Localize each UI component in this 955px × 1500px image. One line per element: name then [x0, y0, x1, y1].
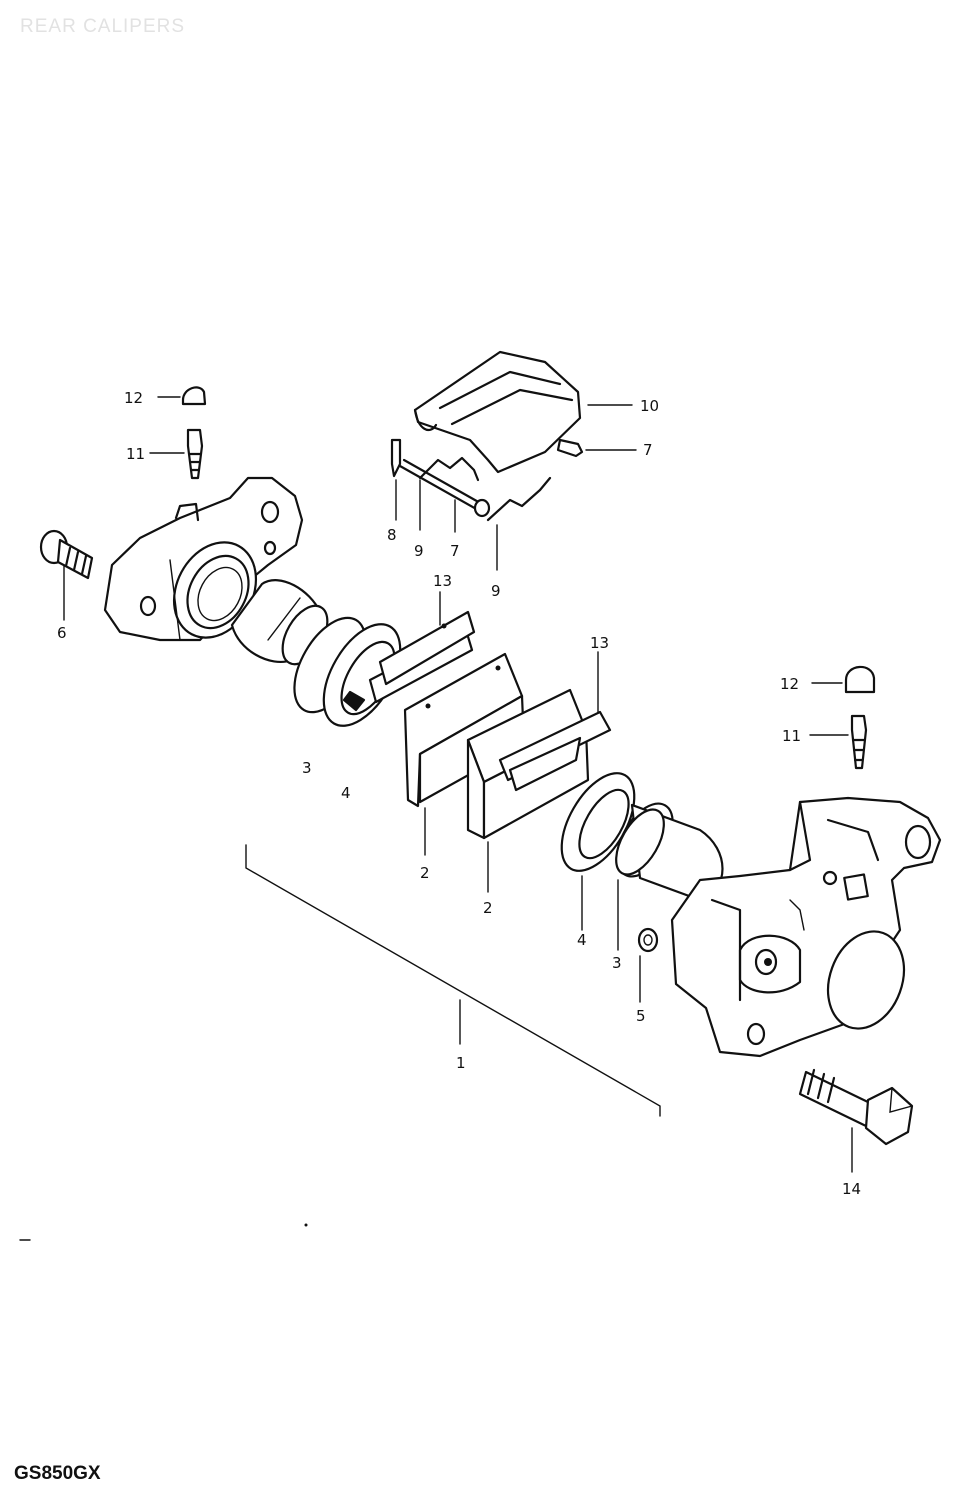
pad-shim-left — [368, 591, 476, 704]
pad-spring-lower — [486, 476, 552, 571]
mounting-bolt-left — [39, 529, 94, 621]
washer — [637, 927, 659, 1003]
pad-cover — [413, 350, 633, 474]
callout-3-left: 3 — [302, 759, 312, 777]
callout-4-left: 4 — [341, 784, 351, 802]
bleeder-valve-right — [809, 714, 868, 770]
callout-10: 10 — [640, 397, 659, 415]
callout-7-lower: 7 — [450, 542, 460, 560]
callout-1: 1 — [456, 1054, 466, 1072]
callout-2-left: 2 — [420, 864, 430, 882]
callout-12-left: 12 — [124, 389, 143, 407]
callout-3-right: 3 — [612, 954, 622, 972]
callout-5: 5 — [636, 1007, 646, 1025]
callout-13-left: 13 — [433, 572, 452, 590]
callout-8: 8 — [387, 526, 397, 544]
bleeder-cap-left — [157, 386, 207, 406]
callout-7-upper: 7 — [643, 441, 653, 459]
pad-shim-right — [498, 651, 612, 792]
model-label: GS850GX — [14, 1463, 101, 1484]
callout-14: 14 — [842, 1180, 861, 1198]
callout-9-left: 9 — [414, 542, 424, 560]
pin-clip — [390, 438, 402, 521]
callout-9-right: 9 — [491, 582, 501, 600]
pad-pin-lower — [398, 458, 491, 533]
pad-spring-upper — [418, 456, 480, 531]
bleeder-valve-left — [149, 428, 204, 480]
callout-12-right: 12 — [780, 675, 799, 693]
pad-pin-upper — [556, 438, 637, 458]
bleeder-cap-right — [811, 665, 876, 694]
diagram-title: REAR CALIPERS — [20, 16, 186, 37]
callout-4-right: 4 — [577, 931, 587, 949]
callout-11-left: 11 — [126, 445, 145, 463]
assembly-bracket — [245, 844, 661, 1117]
callout-labels: 1 2 2 3 3 4 4 5 6 7 7 8 9 9 10 11 11 12 … — [57, 389, 861, 1198]
callout-6: 6 — [57, 624, 67, 642]
callout-13-right: 13 — [590, 634, 609, 652]
piston-right — [615, 802, 724, 951]
callout-2-right: 2 — [483, 899, 493, 917]
caliper-half-right — [670, 796, 942, 1058]
callout-11-right: 11 — [782, 727, 801, 745]
mounting-bolt-right — [798, 1068, 914, 1173]
